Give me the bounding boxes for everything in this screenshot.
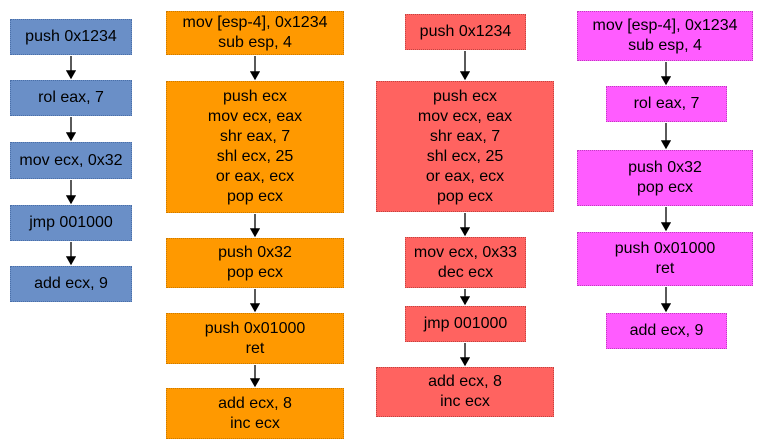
col2-block-1: mov [esp-4], 0x1234 sub esp, 4 [166,11,344,55]
col3-block-4: jmp 001000 [405,306,526,342]
col4-block-5: add ecx, 9 [606,313,727,349]
col3-block-3: mov ecx, 0x33 dec ecx [405,237,526,288]
col3-block-5: add ecx, 8 inc ecx [376,367,554,417]
col4-block-3: push 0x32 pop ecx [577,150,753,206]
col3-block-1: push 0x1234 [405,14,526,50]
col2-block-4: push 0x01000 ret [166,313,344,364]
col2-block-5: add ecx, 8 inc ecx [166,388,344,439]
col1-block-3: mov ecx, 0x32 [10,142,132,179]
col1-block-4: jmp 001000 [10,205,132,241]
col4-block-1: mov [esp-4], 0x1234 sub esp, 4 [577,11,753,61]
col4-block-2: rol eax, 7 [606,86,727,122]
col3-block-2: push ecx mov ecx, eax shr eax, 7 shl ecx… [376,81,554,212]
col1-block-5: add ecx, 9 [10,266,132,302]
col2-block-3: push 0x32 pop ecx [166,238,344,288]
col1-block-2: rol eax, 7 [10,80,132,116]
col4-block-4: push 0x01000 ret [577,232,753,286]
col1-block-1: push 0x1234 [10,19,132,55]
col2-block-2: push ecx mov ecx, eax shr eax, 7 shl ecx… [166,81,344,213]
